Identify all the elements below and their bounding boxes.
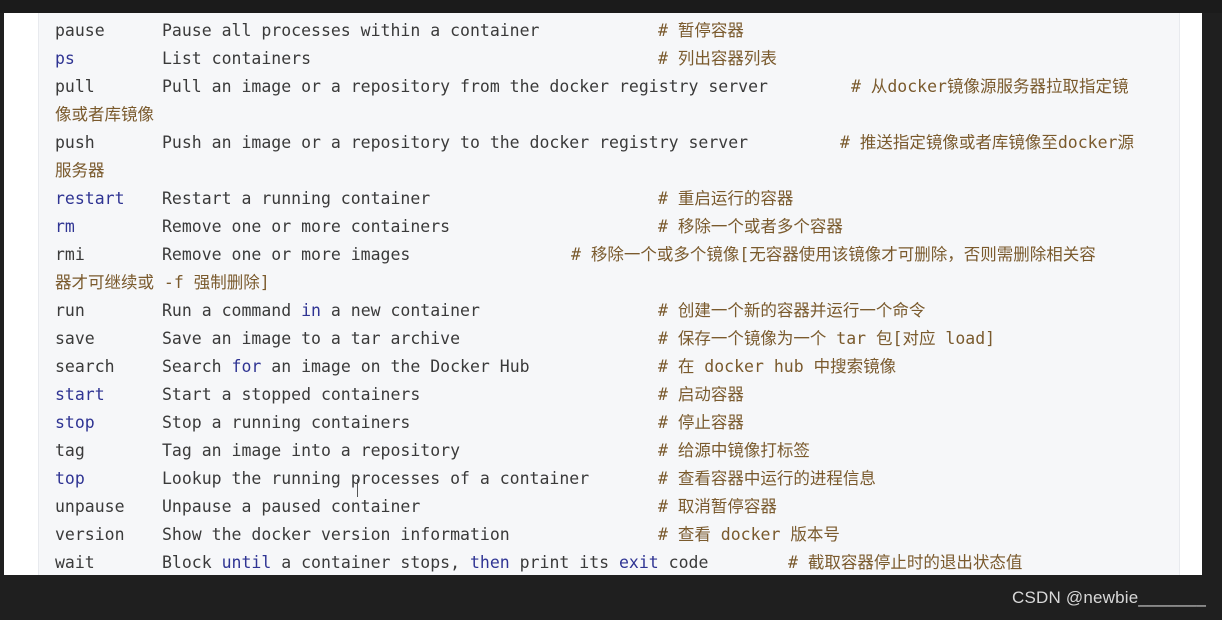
description-text: an image on the Docker Hub [261, 357, 530, 376]
command-comment: # 重启运行的容器 [658, 189, 794, 208]
command-description: Search for an image on the Docker Hub [162, 353, 530, 381]
description-text: a container stops, [271, 553, 470, 572]
code-line-run: run Run a command in a new container # 创建一… [55, 297, 925, 325]
code-line-unpause: unpause Unpause a paused container # 取消暂停容… [55, 493, 777, 521]
command-comment: # 取消暂停容器 [658, 497, 777, 516]
command-comment: # 给源中镜像打标签 [658, 441, 810, 460]
command-name: top [55, 469, 85, 488]
description-text: print its [509, 553, 619, 572]
command-description: Lookup the running processes of a contai… [162, 469, 590, 488]
command-comment: # 推送指定镜像或者库镜像至docker源 [840, 133, 1134, 152]
content-panel: pause Pause all processes within a contai… [4, 13, 1202, 575]
command-name: unpause [55, 497, 125, 516]
command-description: Show the docker version information [162, 525, 510, 544]
code-line-rmi-wrap: 器才可继续或 -f 强制删除] [55, 269, 270, 297]
command-name: tag [55, 441, 85, 460]
command-description: Push an image or a repository to the doc… [162, 133, 749, 152]
command-comment: # 查看容器中运行的进程信息 [658, 469, 876, 488]
command-description: Remove one or more images [162, 245, 411, 264]
command-description: Pull an image or a repository from the d… [162, 77, 768, 96]
command-name: save [55, 329, 95, 348]
code-line-start: start Start a stopped containers # 启动容器 [55, 381, 744, 409]
command-comment-continued: 像或者库镜像 [55, 105, 154, 124]
command-name: start [55, 385, 105, 404]
command-description: List containers [162, 49, 312, 68]
command-description: Pause all processes within a container [162, 21, 540, 40]
command-description: Block until a container stops, then prin… [162, 549, 708, 577]
code-line-tag: tag Tag an image into a repository # 给源中镜像… [55, 437, 810, 465]
command-name: pull [55, 77, 95, 96]
command-comment: # 创建一个新的容器并运行一个命令 [658, 301, 926, 320]
command-name: pause [55, 21, 105, 40]
description-text: Search [162, 357, 232, 376]
code-line-push-wrap: 服务器 [55, 157, 105, 185]
command-comment: # 从docker镜像源服务器拉取指定镜 [851, 77, 1129, 96]
command-name: ps [55, 49, 75, 68]
command-comment: # 暂停容器 [658, 21, 744, 40]
command-name: stop [55, 413, 95, 432]
code-line-restart: restart Restart a running container # 重启运行… [55, 185, 793, 213]
code-line-top: top Lookup the running processes of a con… [55, 465, 876, 493]
command-comment: # 列出容器列表 [658, 49, 777, 68]
code-line-search: search Search for an image on the Docker … [55, 353, 896, 381]
code-line-pull-wrap: 像或者库镜像 [55, 101, 154, 129]
command-comment: # 移除一个或者多个容器 [658, 217, 843, 236]
command-description: Start a stopped containers [162, 385, 421, 404]
command-description: Save an image to a tar archive [162, 329, 461, 348]
command-description: Unpause a paused container [162, 497, 421, 516]
command-comment: # 查看 docker 版本号 [658, 525, 840, 544]
description-keyword: then [469, 553, 510, 572]
command-comment-continued: 器才可继续或 -f 强制删除] [55, 273, 270, 292]
command-name: search [55, 357, 115, 376]
code-line-ps: ps List containers # 列出容器列表 [55, 45, 777, 73]
code-line-pull: pull Pull an image or a repository from t… [55, 73, 1128, 101]
text-cursor-caret [357, 479, 358, 497]
description-text: Run a command [162, 301, 302, 320]
command-comment: # 移除一个或多个镜像[无容器使用该镜像才可删除，否则需删除相关容 [571, 245, 1096, 264]
code-line-rm: rm Remove one or more containers # 移除一个或者多… [55, 213, 843, 241]
code-line-stop: stop Stop a running containers # 停止容器 [55, 409, 744, 437]
command-comment: # 在 docker hub 中搜索镜像 [658, 357, 897, 376]
description-keyword: exit [619, 553, 659, 572]
command-comment: # 启动容器 [658, 385, 744, 404]
code-line-wait: wait Block until a container stops, then … [55, 549, 1022, 577]
code-line-rmi: rmi Remove one or more images # 移除一个或多个镜像[… [55, 241, 1096, 269]
command-comment: # 停止容器 [658, 413, 744, 432]
description-keyword: until [221, 553, 272, 572]
command-name: run [55, 301, 85, 320]
code-line-pause: pause Pause all processes within a contai… [55, 17, 744, 45]
command-name: restart [55, 189, 125, 208]
command-name: wait [55, 553, 95, 572]
command-description: Remove one or more containers [162, 217, 451, 236]
command-name: rm [55, 217, 75, 236]
command-name: rmi [55, 245, 85, 264]
description-keyword: for [231, 357, 262, 376]
top-strip [0, 0, 1222, 13]
code-line-version: version Show the docker version informati… [55, 521, 840, 549]
command-name: push [55, 133, 95, 152]
description-keyword: in [301, 301, 321, 320]
code-block: pause Pause all processes within a contai… [38, 13, 1180, 575]
command-description: Tag an image into a repository [162, 441, 461, 460]
command-description: Restart a running container [162, 189, 431, 208]
command-description: Stop a running containers [162, 413, 411, 432]
code-line-save: save Save an image to a tar archive # 保存一个… [55, 325, 995, 353]
command-description: Run a command in a new container [162, 297, 480, 325]
description-text: a new container [320, 301, 480, 320]
code-line-push: push Push an image or a repository to the… [55, 129, 1134, 157]
csdn-watermark: CSDN @newbie_______ [1011, 588, 1206, 607]
command-comment: # 保存一个镜像为一个 tar 包[对应 load] [658, 329, 996, 348]
command-comment: # 截取容器停止时的退出状态值 [788, 553, 1023, 572]
command-name: version [55, 525, 125, 544]
description-text: code [658, 553, 709, 572]
command-comment-continued: 服务器 [55, 161, 105, 180]
description-text: Block [162, 553, 222, 572]
